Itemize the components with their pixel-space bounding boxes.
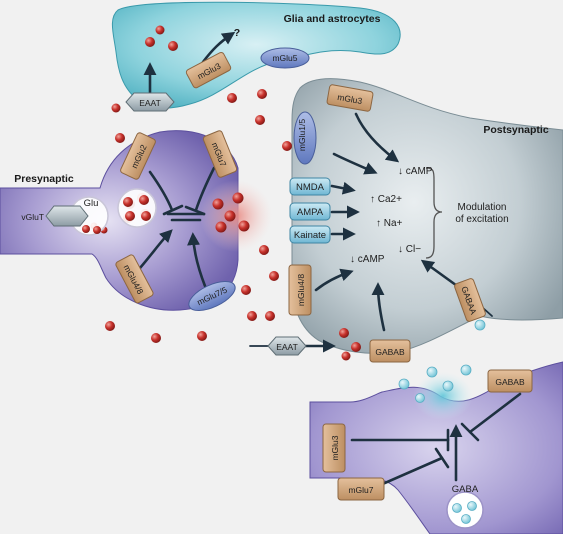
nmda-channel: NMDA bbox=[289, 177, 331, 196]
question-mark: ? bbox=[234, 27, 240, 39]
mglu48-post-receptor: mGlu4/8 bbox=[288, 264, 312, 316]
cl-effect: ↓ Cl− bbox=[398, 244, 421, 255]
svg-text:vGluT: vGluT bbox=[21, 212, 44, 222]
svg-text:EAAT: EAAT bbox=[139, 98, 161, 108]
arrow-mglu48-post bbox=[314, 268, 354, 292]
gaba-label: GABA bbox=[452, 484, 479, 495]
arrow-nmda bbox=[330, 181, 356, 195]
gabab-post-receptor: GABAB bbox=[369, 339, 411, 363]
eaat-glia-transporter: EAAT bbox=[125, 92, 175, 112]
svg-text:Kainate: Kainate bbox=[294, 230, 326, 241]
arrow-mglu3-to-question bbox=[201, 31, 236, 64]
na-effect: ↑ Na+ bbox=[376, 218, 403, 229]
inhibit-mglu7 bbox=[376, 456, 444, 488]
glu-label: Glu bbox=[84, 198, 99, 209]
vglut-transporter: vGluT bbox=[21, 205, 89, 227]
ampa-channel: AMPA bbox=[289, 202, 331, 221]
mglu15-receptor: mGlu1/5 bbox=[293, 111, 317, 165]
gaba-vesicle bbox=[446, 491, 484, 529]
glutamate-cleft-glow bbox=[200, 180, 272, 252]
modulation-brace bbox=[425, 167, 443, 259]
arrow-mglu3-post bbox=[354, 112, 400, 163]
svg-text:GABAB: GABAB bbox=[495, 377, 525, 387]
svg-text:mGlu5: mGlu5 bbox=[272, 53, 297, 63]
arrow-mglu75-pre bbox=[187, 232, 207, 288]
mglu7-receptor: mGlu7 bbox=[202, 130, 238, 178]
postsynaptic-label: Postsynaptic bbox=[483, 124, 549, 136]
inhibit-mglu7 bbox=[194, 166, 216, 212]
gaba-dots bbox=[398, 319, 486, 403]
inhibit-gabab bbox=[468, 392, 522, 434]
gabaa-receptor: GABAA bbox=[454, 278, 486, 322]
svg-text:mGlu4/8: mGlu4/8 bbox=[296, 274, 306, 306]
modulation-label-2: of excitation bbox=[455, 214, 508, 225]
svg-text:GABAB: GABAB bbox=[375, 347, 405, 357]
mglu75-pre-receptor: mGlu7/5 bbox=[188, 280, 236, 312]
mglu3-inhib-receptor: mGlu3 bbox=[322, 423, 346, 473]
modulation-label-1: Modulation bbox=[458, 202, 507, 213]
svg-text:EAAT: EAAT bbox=[276, 342, 298, 352]
inhibit-mglu2 bbox=[148, 170, 174, 212]
mglu3-glia-receptor: mGlu3 bbox=[185, 51, 232, 89]
svg-text:mGlu7: mGlu7 bbox=[348, 485, 373, 495]
arrow-mglu15 bbox=[332, 152, 378, 175]
svg-text:mGlu1/5: mGlu1/5 bbox=[297, 119, 307, 151]
gaba-cleft-glow bbox=[413, 372, 473, 420]
ca-effect: ↑ Ca2+ bbox=[370, 194, 402, 205]
glia-label: Glia and astrocytes bbox=[284, 13, 381, 25]
arrow-mglu48-pre bbox=[138, 229, 173, 270]
svg-text:NMDA: NMDA bbox=[296, 182, 325, 193]
mglu3-post-receptor: mGlu3 bbox=[326, 84, 374, 112]
mglu2-receptor: mGlu2 bbox=[120, 132, 156, 180]
arrow-gabab-post bbox=[371, 282, 386, 332]
postsynaptic-cell bbox=[291, 78, 563, 354]
gabab-inhib-receptor: GABAB bbox=[487, 369, 533, 393]
svg-text:AMPA: AMPA bbox=[297, 207, 324, 218]
svg-text:mGlu3: mGlu3 bbox=[337, 92, 364, 106]
svg-text:mGlu3: mGlu3 bbox=[330, 435, 340, 460]
presynaptic-label: Presynaptic bbox=[14, 173, 74, 185]
kainate-channel: Kainate bbox=[289, 225, 331, 244]
eaat-bottom-transporter: EAAT bbox=[267, 336, 307, 356]
mglu7-inhib-receptor: mGlu7 bbox=[337, 477, 385, 501]
camp-top-effect: ↓ cAMP bbox=[398, 166, 433, 177]
camp-bottom-effect: ↓ cAMP bbox=[350, 254, 385, 265]
mglu5-receptor: mGlu5 bbox=[260, 47, 310, 69]
glutamate-vesicle bbox=[117, 188, 157, 228]
arrow-gabaa bbox=[420, 259, 462, 290]
